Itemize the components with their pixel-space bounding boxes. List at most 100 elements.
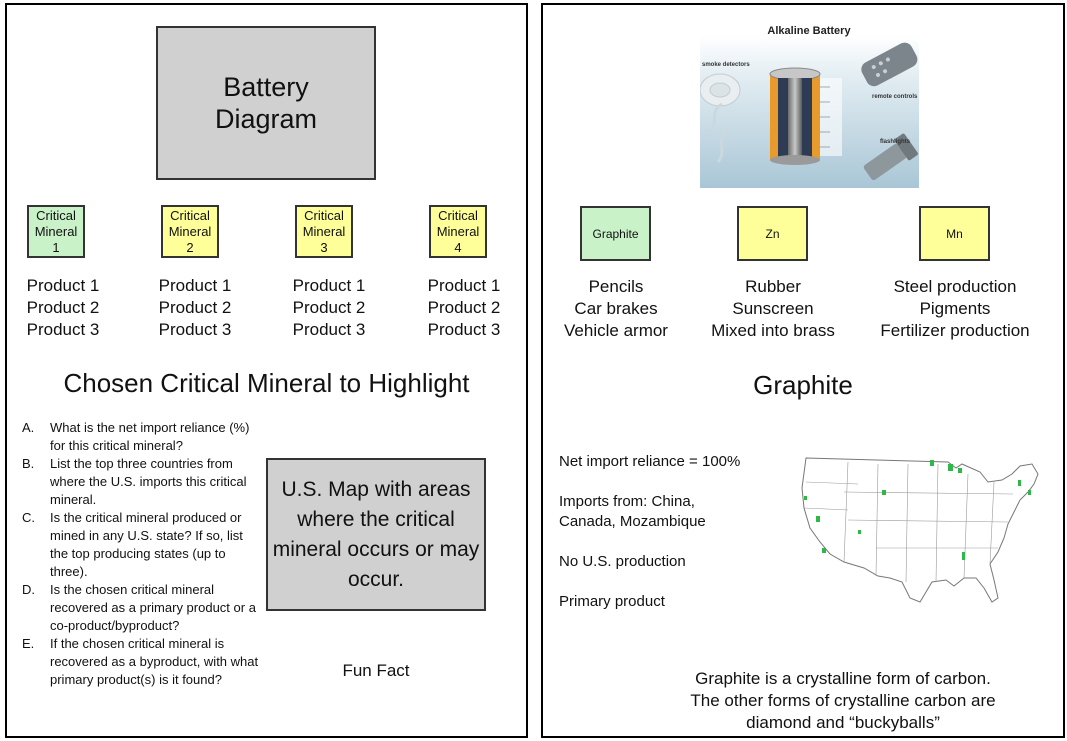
question-item-d: D. Is the chosen critical mineral recover…: [22, 581, 260, 635]
product-item: Product 3: [158, 320, 232, 339]
fact-line: diamond and “buckyballs”: [746, 713, 940, 732]
graphite-occurrence-areas: [804, 460, 1031, 560]
product-item: Car brakes: [574, 299, 658, 318]
net-import-reliance: Net import reliance = 100%: [559, 453, 741, 470]
mineral-box-zn: Zn: [737, 206, 808, 261]
fact-line: The other forms of crystalline carbon ar…: [690, 691, 996, 710]
product-item: Product 3: [26, 320, 100, 339]
alkaline-battery-image: Alkaline Battery smoke detectors remote …: [699, 12, 919, 188]
product-list-3: Product 1 Product 2 Product 3: [277, 275, 381, 341]
mineral-box-graphite: Graphite: [580, 206, 651, 261]
mineral-box-mn: Mn: [919, 206, 990, 261]
product-list-2: Product 1 Product 2 Product 3: [143, 275, 247, 341]
fun-fact-label: Fun Fact: [342, 661, 410, 680]
product-item: Product 2: [292, 298, 366, 317]
remote-control-icon: [861, 42, 918, 87]
mineral-label: Critical Mineral: [168, 207, 212, 239]
battery-bottom: [770, 155, 820, 165]
graphite-info: Net import reliance = 100% Imports from:…: [559, 452, 789, 612]
product-item: Product 1: [26, 276, 100, 295]
battery-image-title: Alkaline Battery: [767, 25, 851, 37]
remote-button: [878, 61, 883, 66]
us-map-placeholder: U.S. Map with areas where the critical m…: [266, 458, 486, 611]
product-item: Product 2: [26, 298, 100, 317]
occurrence-area: [822, 548, 826, 553]
question-item-a: A.What is the net import reliance (%) fo…: [22, 419, 260, 455]
product-item: Product 1: [427, 276, 501, 295]
imports-from-line2: Canada, Mozambique: [559, 513, 706, 530]
remote-button: [875, 72, 880, 77]
us-map-label: U.S. Map with areas where the critical m…: [272, 477, 480, 591]
remote-button: [883, 69, 888, 74]
product-type: Primary product: [559, 593, 665, 610]
fact-line: Graphite is a crystalline form of carbon…: [695, 669, 991, 688]
product-list-4: Product 1 Product 2 Product 3: [412, 275, 516, 341]
question-letter: E.: [22, 636, 35, 651]
section-heading: Chosen Critical Mineral to Highlight: [63, 368, 470, 398]
product-item: Product 3: [292, 320, 366, 339]
mineral-number: 3: [320, 239, 328, 255]
right-panel: Alkaline Battery smoke detectors remote …: [541, 3, 1065, 738]
product-item: Product 1: [292, 276, 366, 295]
flashlight-icon: [863, 133, 918, 181]
smoke-detectors-label: smoke detectors: [702, 62, 750, 68]
question-text: Is the chosen critical mineral recovered…: [50, 582, 256, 633]
product-item: Pencils: [588, 277, 644, 296]
smoke-wisps: [708, 102, 729, 163]
graphite-fun-fact: Graphite is a crystalline form of carbon…: [643, 668, 1043, 734]
smoke-detector-inner: [709, 82, 731, 98]
left-panel: Battery Diagram Critical Mineral 1 Criti…: [5, 3, 528, 738]
product-item: Vehicle armor: [564, 321, 668, 340]
mineral-number: 4: [454, 239, 462, 255]
occurrence-area: [948, 464, 953, 471]
remote-button: [885, 57, 890, 62]
label-panel: [820, 78, 842, 156]
question-item-e: E. If the chosen critical mineral is reco…: [22, 635, 260, 689]
battery-diagram-placeholder: Battery Diagram: [156, 26, 376, 180]
occurrence-area: [958, 468, 962, 473]
mineral-label: Critical Mineral: [436, 207, 480, 239]
battery-illustration: Alkaline Battery smoke detectors remote …: [699, 25, 919, 188]
remote-button: [871, 65, 876, 70]
flashlights-label: flashlights: [880, 139, 911, 145]
mineral-label: Critical Mineral: [302, 207, 346, 239]
product-list-1: Product 1 Product 2 Product 3: [11, 275, 115, 341]
occurrence-area: [1018, 480, 1021, 486]
product-list-mn: Steel production Pigments Fertilizer pro…: [863, 276, 1047, 342]
question-item-b: B.List the top three countries from wher…: [22, 455, 260, 509]
question-letter: D.: [22, 582, 35, 597]
product-item: Fertilizer production: [880, 321, 1030, 340]
us-graphite-map: [798, 452, 1058, 618]
product-item: Product 3: [427, 320, 501, 339]
question-text: Is the critical mineral produced or mine…: [50, 510, 243, 579]
question-letter: C.: [22, 510, 35, 525]
battery-diagram-label: Battery Diagram: [214, 72, 318, 134]
mineral-box-4: Critical Mineral 4: [429, 205, 487, 258]
battery-rod: [788, 78, 802, 158]
mineral-number: 1: [52, 239, 60, 255]
mineral-number: 2: [186, 239, 194, 255]
question-text: If the chosen critical mineral is recove…: [50, 636, 259, 687]
mineral-label: Critical Mineral: [34, 207, 78, 239]
imports-from-line1: Imports from: China,: [559, 493, 695, 510]
flashlight-body: [863, 143, 907, 181]
mineral-box-3: Critical Mineral 3: [295, 205, 353, 258]
product-item: Pigments: [919, 299, 991, 318]
product-item: Steel production: [893, 277, 1017, 296]
occurrence-area: [804, 496, 807, 500]
mineral-box-2: Critical Mineral 2: [161, 205, 219, 258]
occurrence-area: [930, 460, 934, 466]
mineral-box-1: Critical Mineral 1: [27, 205, 85, 258]
question-list: A.What is the net import reliance (%) fo…: [22, 419, 260, 689]
us-map-illustration: [801, 457, 1039, 603]
occurrence-area: [816, 516, 820, 522]
product-item: Product 1: [158, 276, 232, 295]
product-list-graphite: Pencils Car brakes Vehicle armor: [551, 276, 681, 342]
mineral-label: Mn: [946, 226, 963, 241]
mineral-label: Zn: [765, 226, 780, 241]
product-list-zn: Rubber Sunscreen Mixed into brass: [698, 276, 848, 342]
spacer: [559, 472, 789, 492]
occurrence-area: [858, 530, 861, 534]
us-production: No U.S. production: [559, 553, 686, 570]
spacer: [559, 532, 789, 552]
